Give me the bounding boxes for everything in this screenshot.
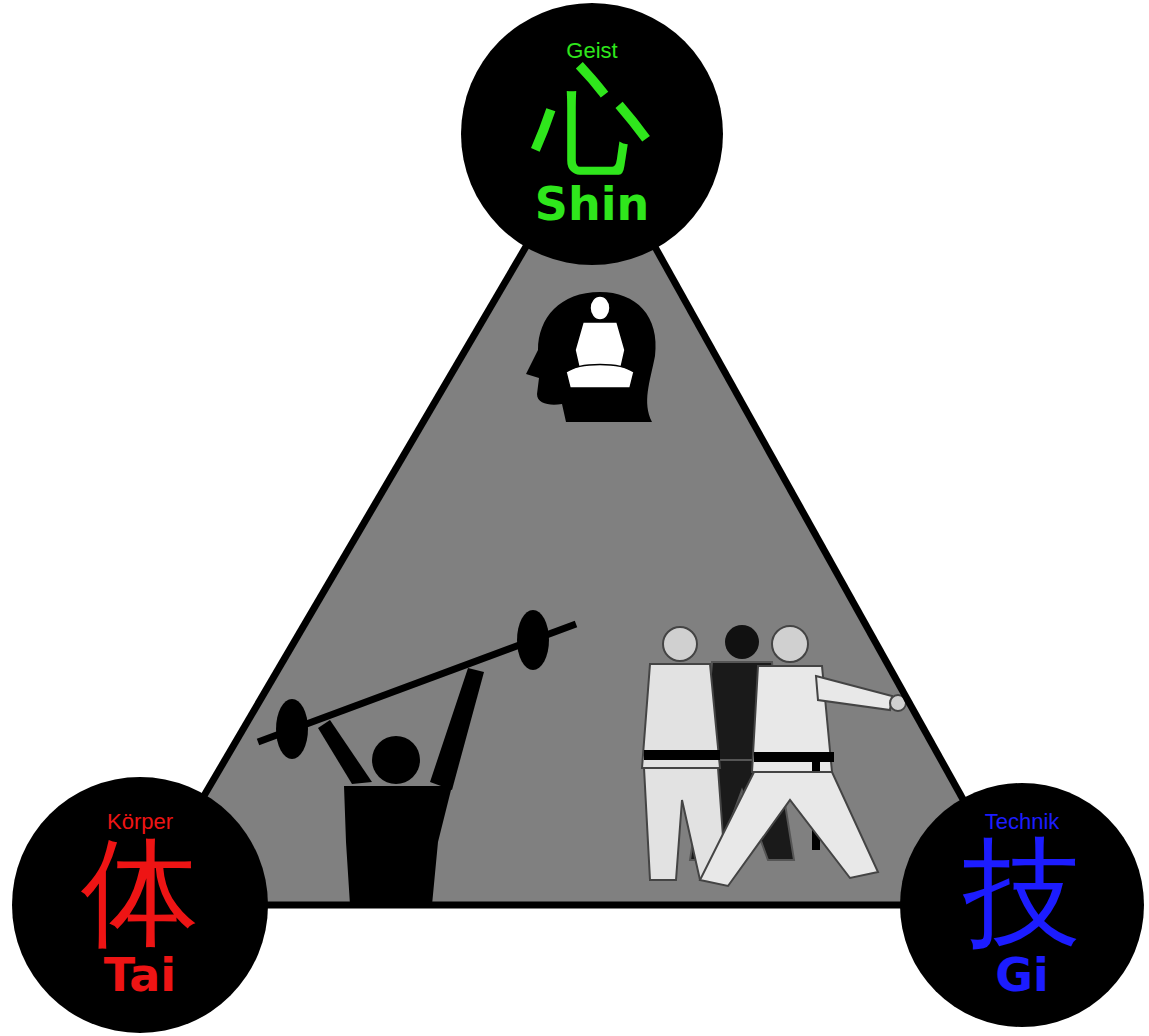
- circle-fill: [12, 777, 268, 1033]
- lifter-head: [372, 736, 420, 784]
- circle-node: Geist心Shin: [461, 3, 723, 265]
- lifter-arm: [318, 720, 372, 784]
- text-stack: Körper体Tai: [81, 810, 199, 999]
- figure-head: [590, 296, 610, 320]
- punching-arm: [816, 676, 892, 710]
- karate-figure-front: [700, 626, 906, 886]
- weightlifter-silhouette: [258, 610, 576, 905]
- circle-fill: [900, 783, 1144, 1027]
- triangle-side: [266, 902, 902, 909]
- figure-head: [663, 627, 697, 661]
- text-stack: Technik技Gi: [963, 810, 1081, 999]
- concept-label: Geist: [566, 39, 617, 62]
- text-stack: Geist心Shin: [533, 39, 651, 228]
- concept-label: Körper: [107, 810, 173, 833]
- barbell-plate: [276, 699, 308, 759]
- black-belt: [754, 752, 834, 762]
- barbell-plate: [517, 610, 549, 670]
- figure-head: [725, 625, 759, 659]
- lifter-arm: [430, 668, 484, 790]
- kanji-symbol: 技: [963, 833, 1081, 951]
- triangle-side: [204, 245, 527, 796]
- romaji-label: Tai: [104, 951, 176, 999]
- triangle-side: [655, 247, 964, 801]
- circle-node: Technik技Gi: [900, 783, 1144, 1027]
- circle-node: Körper体Tai: [12, 777, 268, 1033]
- meditating-figure: [566, 296, 634, 388]
- lifter-torso: [344, 786, 452, 905]
- figure-gi: [642, 664, 720, 768]
- kanji-symbol: 体: [81, 833, 199, 951]
- figure-legs: [700, 772, 878, 886]
- head-silhouette: [526, 292, 656, 422]
- concept-label: Technik: [985, 810, 1060, 833]
- romaji-label: Gi: [995, 951, 1049, 999]
- romaji-label: Shin: [535, 180, 649, 228]
- black-belt: [644, 750, 720, 760]
- kanji-symbol: 心: [533, 62, 651, 180]
- figure-head: [772, 626, 808, 662]
- circle-fill: [461, 3, 723, 265]
- figure-legs: [566, 365, 634, 389]
- karate-figure-left: [642, 627, 726, 880]
- karate-figures: [642, 625, 906, 886]
- head-profile: [526, 292, 656, 422]
